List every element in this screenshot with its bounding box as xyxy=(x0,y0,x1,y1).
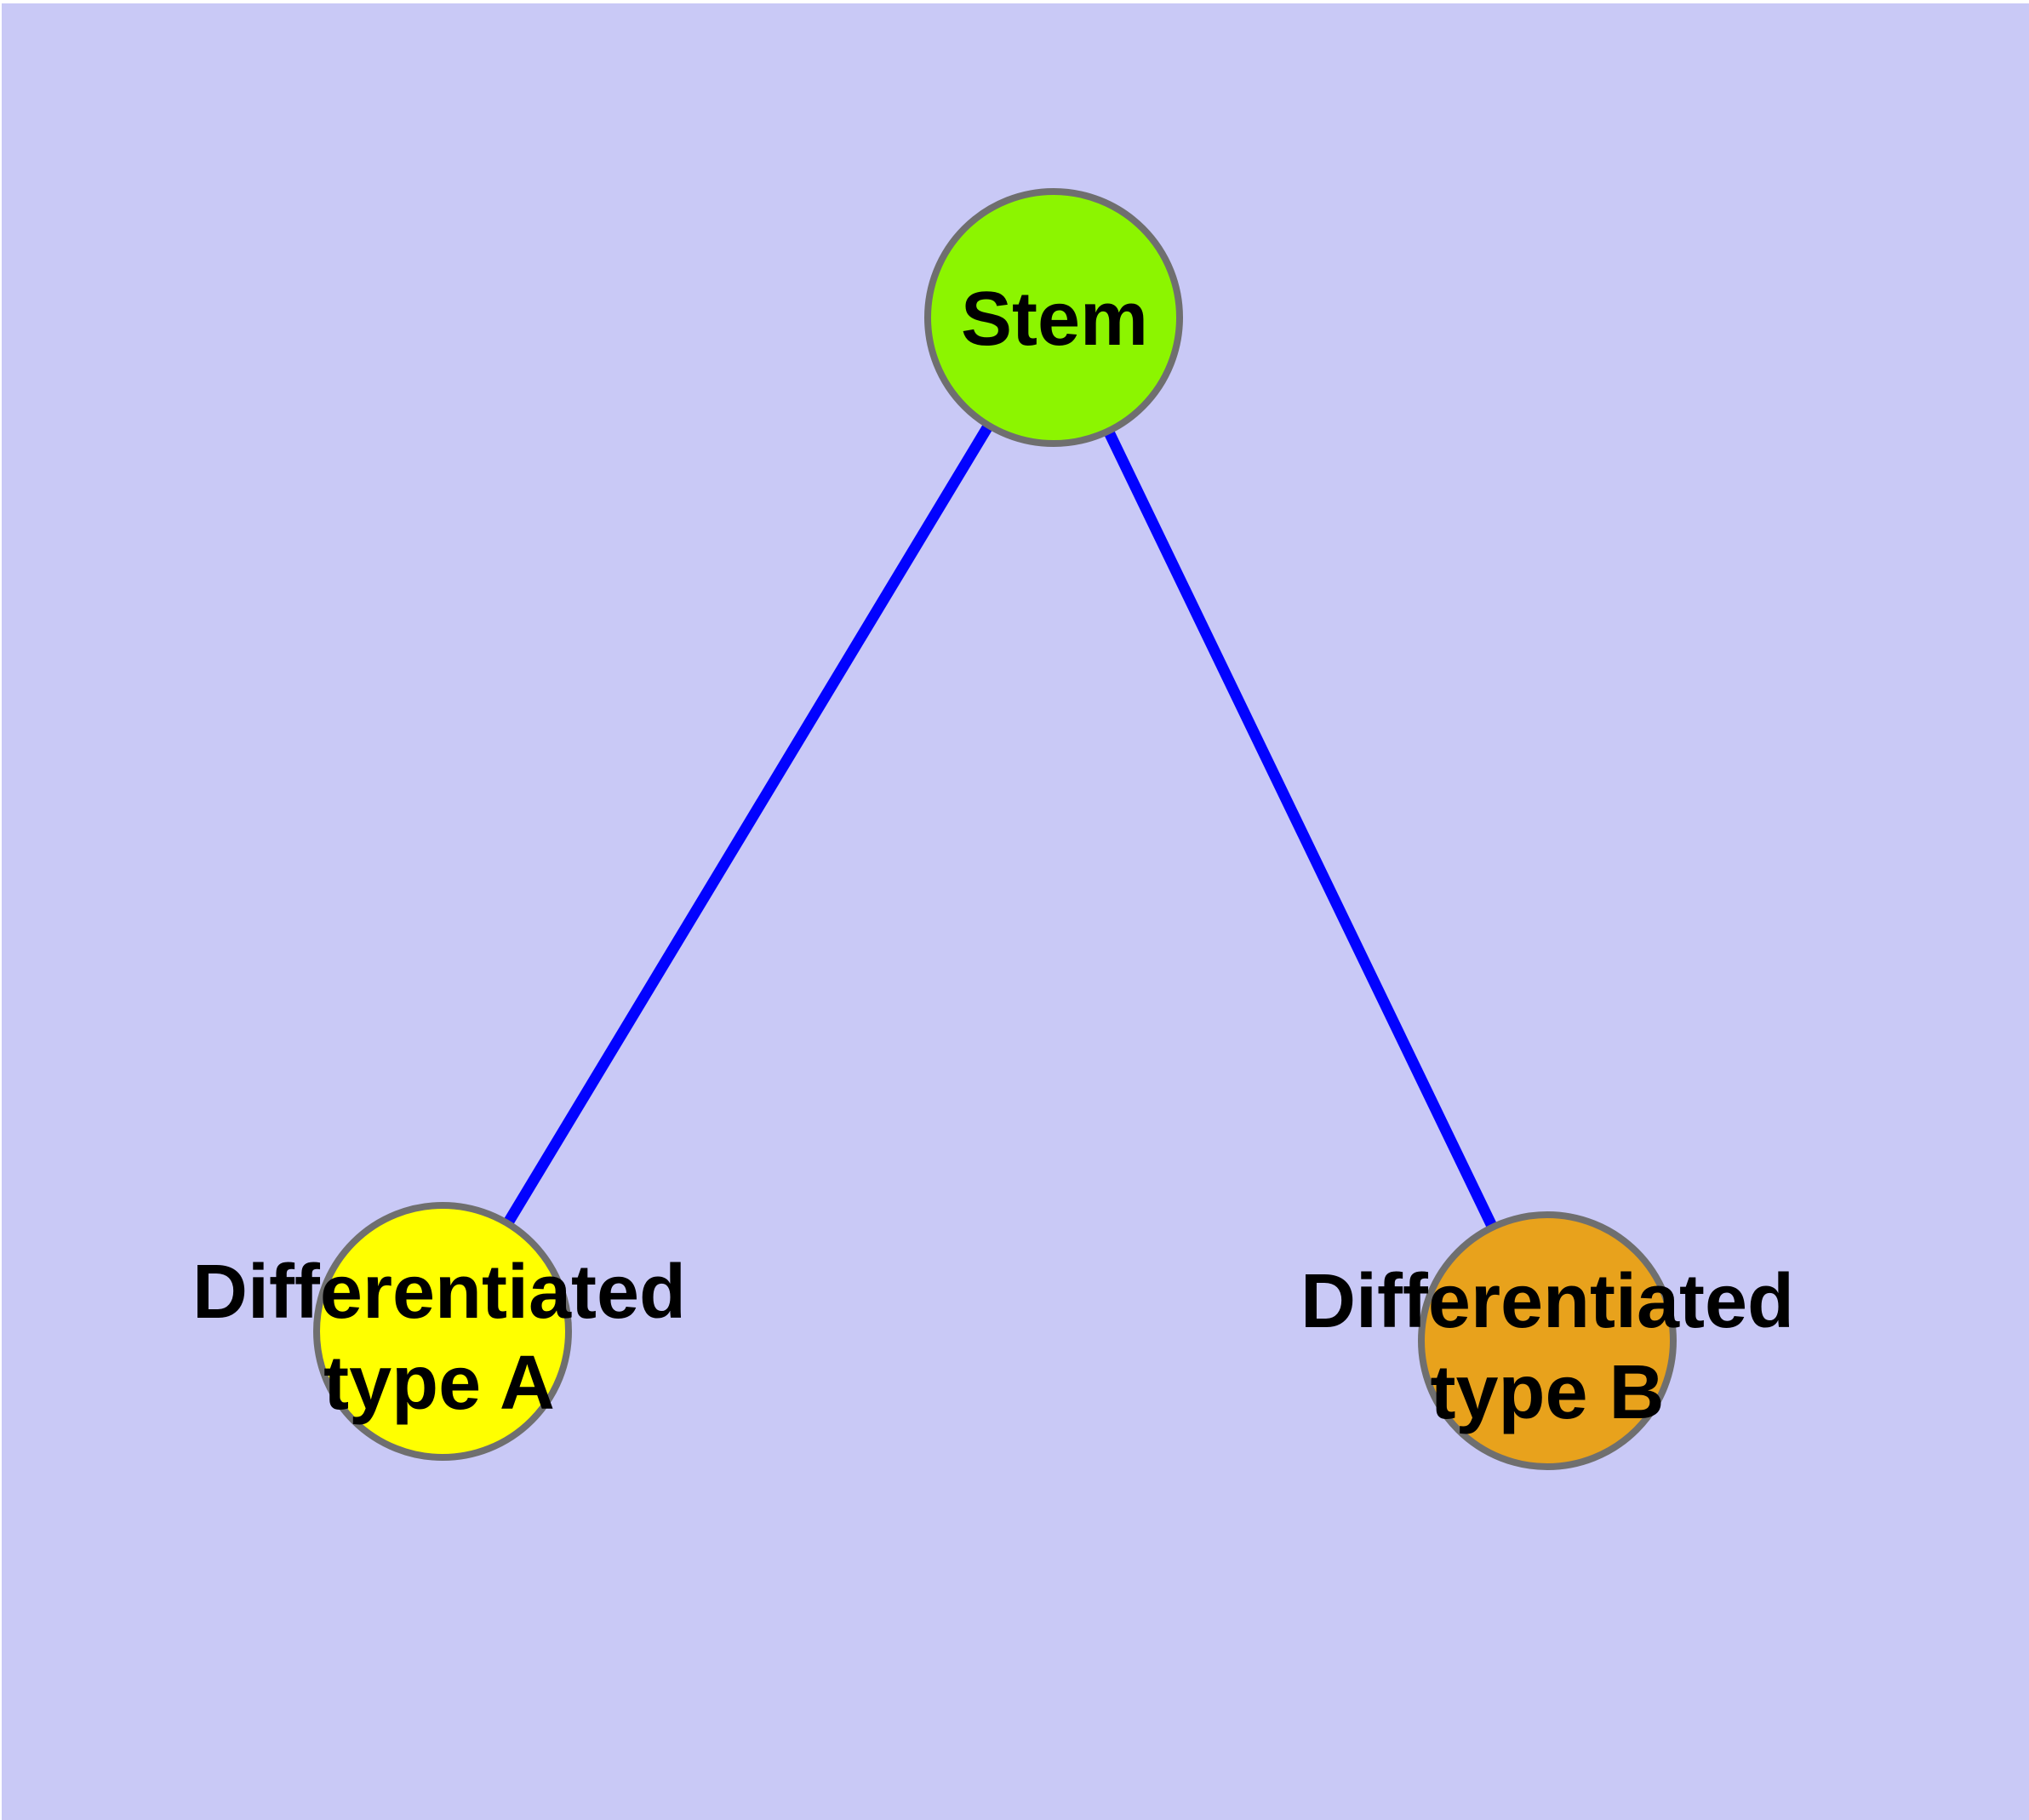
node-label-differentiated-type-b-line1: Differentiated xyxy=(1300,1259,1794,1344)
edge-stem-to-type-a xyxy=(437,314,1059,1335)
node-label-stem: Stem xyxy=(961,277,1148,362)
node-layer xyxy=(313,188,1677,1470)
node-circle-differentiated-type-b xyxy=(1418,1211,1677,1470)
edge-stem-to-type-b xyxy=(1049,315,1552,1343)
node-label-differentiated-type-a-line1: Differentiated xyxy=(192,1250,686,1335)
edge-layer xyxy=(437,314,1552,1343)
label-layer: Stem Differentiated type A Differentiate… xyxy=(192,277,1794,1435)
node-circle-differentiated-type-a xyxy=(313,1202,572,1461)
node-label-differentiated-type-b-line2: type B xyxy=(1430,1350,1664,1435)
node-label-differentiated-type-a-line2: type A xyxy=(323,1341,555,1426)
node-circle-stem xyxy=(924,188,1183,447)
